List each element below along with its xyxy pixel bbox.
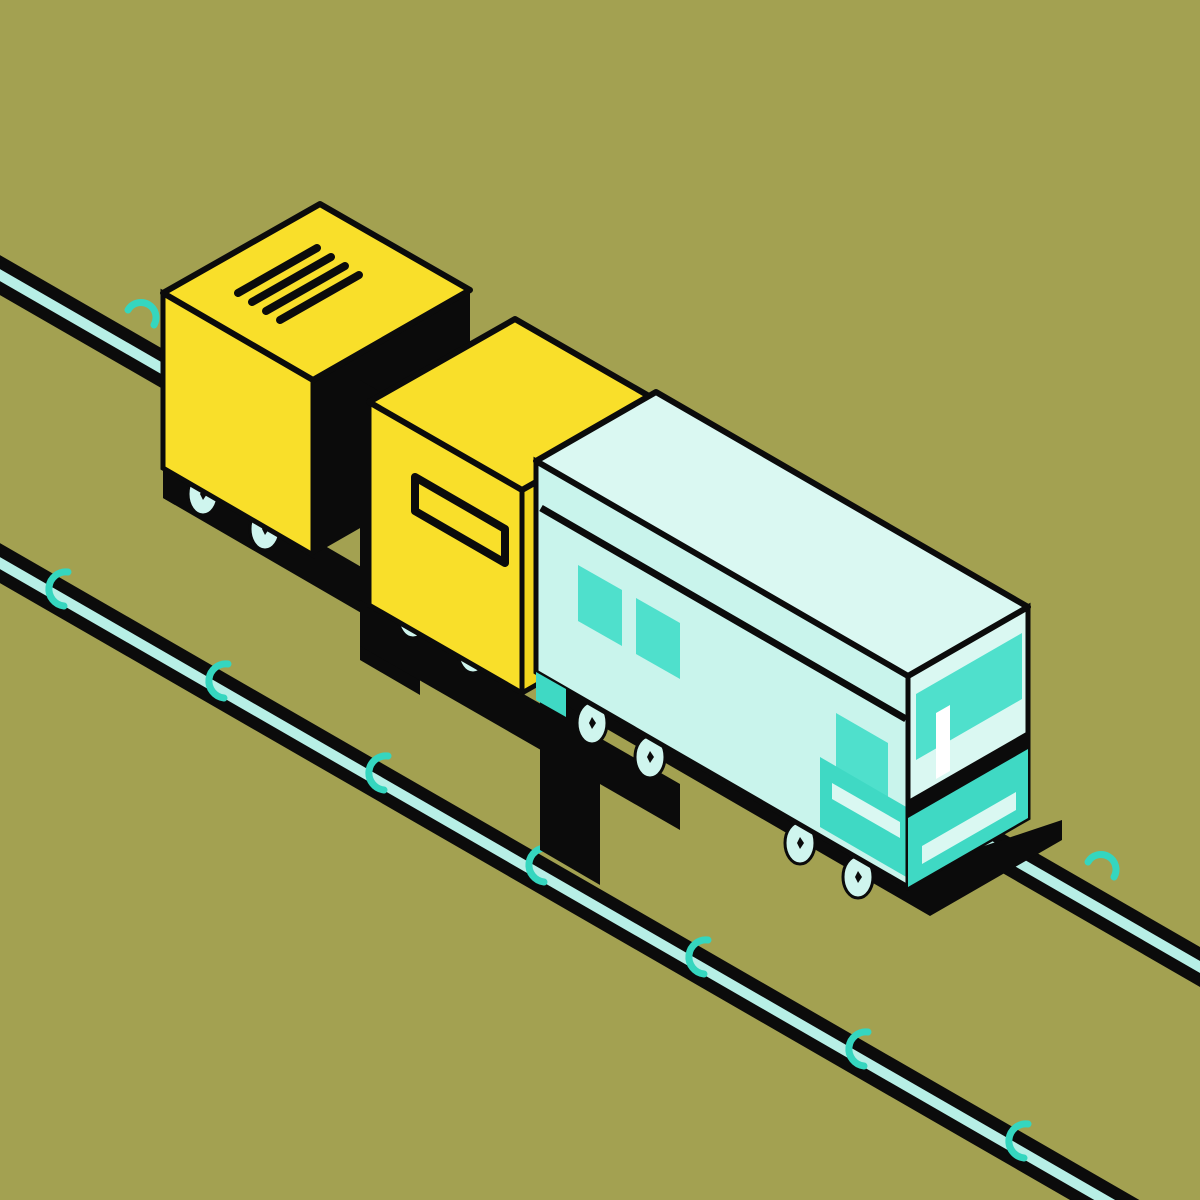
- loco-bumper-bar: [930, 820, 1062, 916]
- loco-side-roof-seam: [539, 504, 908, 723]
- car1-roof-vent-slats: [234, 244, 363, 324]
- loco-side-skirt-stripe: [832, 783, 900, 838]
- car1-roof: [160, 201, 473, 383]
- loco-side-window: [636, 598, 680, 679]
- loco-windscreen-pillar: [936, 705, 950, 779]
- loco-wheels: [575, 700, 875, 900]
- loco-roof: [533, 389, 1031, 679]
- loco-side-skirt: [820, 757, 908, 878]
- loco-side-cab-window: [836, 713, 888, 799]
- loco-front-skirt-stripe: [922, 792, 1016, 864]
- loco-rear-step: [536, 672, 566, 717]
- loco-front-band: [908, 731, 1028, 820]
- loco-side-window: [578, 565, 622, 646]
- car2-hatch-panel: [411, 473, 509, 567]
- train-locomotive[interactable]: [533, 389, 1062, 916]
